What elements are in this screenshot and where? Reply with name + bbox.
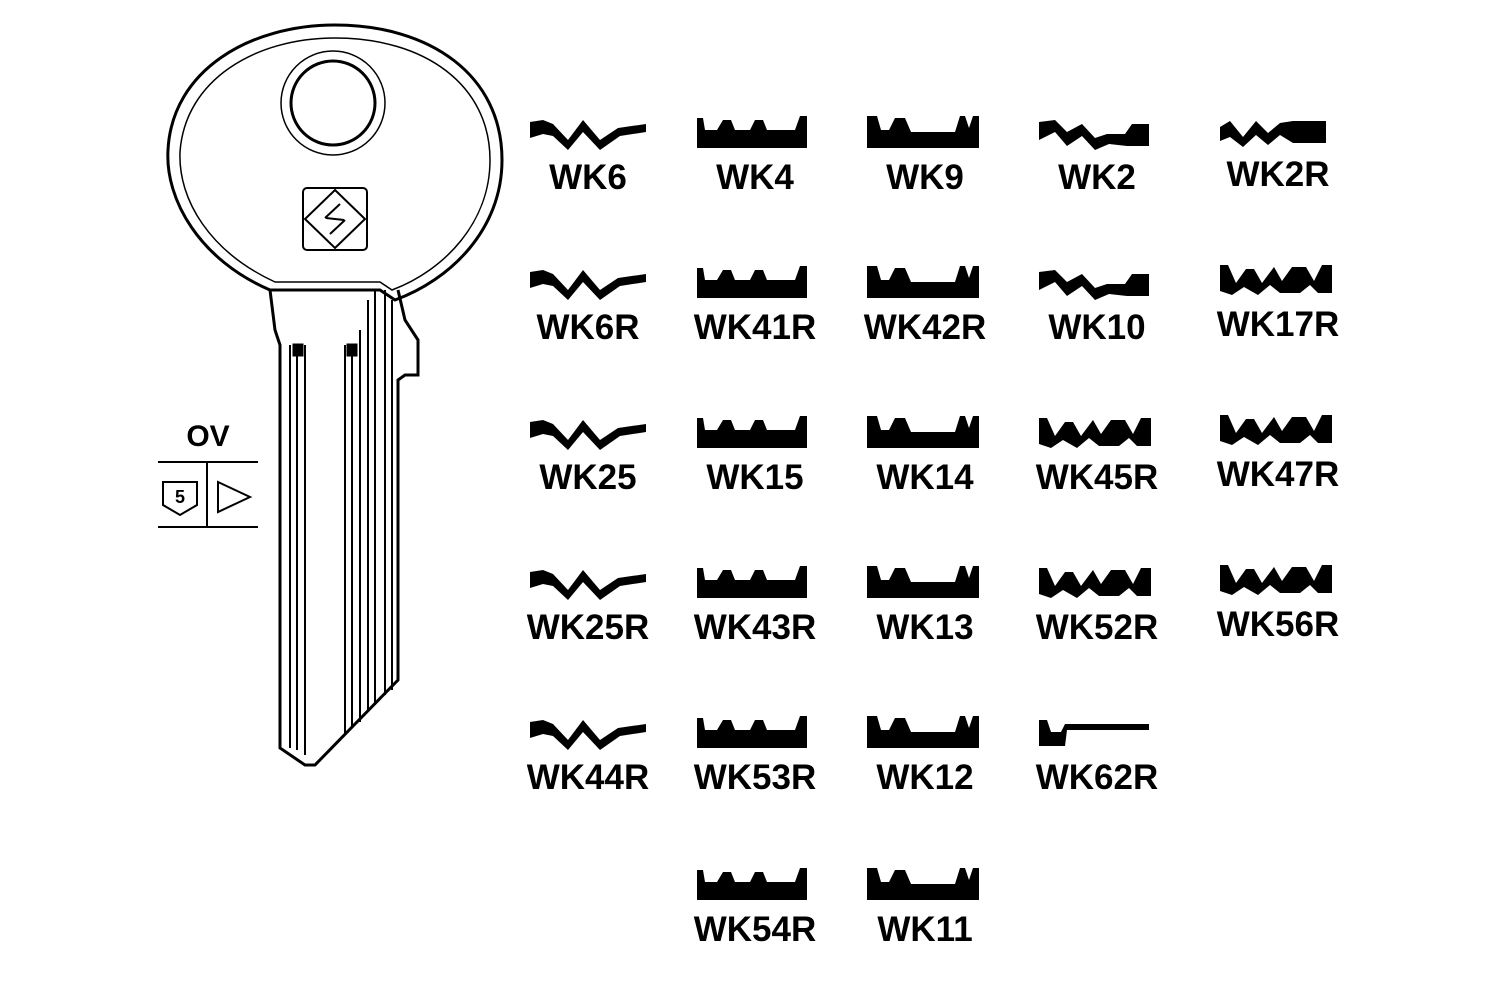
profile-label: WK4: [716, 158, 794, 197]
key-profile-wk47r: [1220, 415, 1332, 445]
profile-shape: [867, 868, 979, 900]
profile-shape: [867, 716, 979, 748]
key-profile-wk4: [697, 116, 807, 148]
profile-label: WK44R: [526, 758, 650, 797]
key-profile-wk25: [530, 420, 646, 450]
profile-shape: [530, 270, 646, 300]
profile-shape: [867, 266, 979, 298]
profile-label: WK12: [876, 758, 974, 797]
profile-shape: [1220, 265, 1332, 295]
key-profile-wk56r: [1220, 565, 1332, 595]
profile-label: WK52R: [1035, 608, 1159, 647]
profile-label: WK53R: [693, 758, 817, 797]
profile-label: WK2R: [1226, 155, 1330, 194]
key-profile-wk10: [1039, 270, 1149, 300]
key-hole-ring: [280, 50, 386, 156]
key-profile-wk43r: [697, 566, 807, 598]
profile-shape: [530, 120, 646, 150]
profile-shape: [1039, 568, 1151, 598]
key-profile-wk15: [697, 416, 807, 448]
key-blank-drawing: 5: [158, 23, 504, 767]
profile-label: WK45R: [1035, 458, 1159, 497]
profile-shape: [697, 416, 807, 448]
profile-shape: [697, 868, 807, 900]
key-profile-wk45r: [1039, 418, 1151, 448]
profile-shape: [867, 116, 979, 148]
key-profile-wk11: [867, 868, 979, 900]
key-hole: [289, 59, 377, 147]
profile-label: WK11: [877, 910, 973, 949]
shield-badge-icon: [162, 481, 198, 517]
profile-label: WK54R: [693, 910, 817, 949]
key-profile-wk52r: [1039, 568, 1151, 598]
key-profile-wk54r: [697, 868, 807, 900]
profile-label: WK41R: [693, 308, 817, 347]
key-profile-wk12: [867, 716, 979, 748]
profile-shape: [697, 716, 807, 748]
key-blade: [268, 289, 420, 767]
profile-shape: [1220, 415, 1332, 445]
key-profile-wk17r: [1220, 265, 1332, 295]
profile-shape: [697, 116, 807, 148]
key-profile-wk2: [1039, 120, 1149, 150]
profile-label: WK25R: [526, 608, 650, 647]
ov-table-lines: [158, 461, 258, 528]
key-profile-wk62r: [1039, 720, 1149, 746]
profile-label: WK14: [876, 458, 974, 497]
profile-shape: [1039, 120, 1149, 150]
profile-shape: [697, 566, 807, 598]
key-profile-wk44r: [530, 720, 646, 750]
key-profile-wk6: [530, 120, 646, 150]
profile-shape: [867, 416, 979, 448]
key-bow-inner: [179, 37, 491, 291]
profile-shape: [1039, 270, 1149, 300]
profile-label: WK43R: [693, 608, 817, 647]
key-profile-wk6r: [530, 270, 646, 300]
profile-shape: [1220, 565, 1332, 595]
profile-label: WK42R: [863, 308, 987, 347]
profile-label: WK13: [876, 608, 974, 647]
profile-shape: [1039, 720, 1149, 746]
manufacturer-logo: [302, 187, 368, 251]
key-bow: [166, 23, 504, 302]
profile-label: WK9: [886, 158, 964, 197]
key-series-code: OV: [186, 420, 230, 453]
profile-label: WK10: [1048, 308, 1146, 347]
profile-shape: [1220, 121, 1326, 147]
profile-shape: [530, 720, 646, 750]
key-profile-wk41r: [697, 266, 807, 298]
key-profile-wk14: [867, 416, 979, 448]
profile-shape: [530, 570, 646, 600]
key-profile-wk53r: [697, 716, 807, 748]
profile-label: WK56R: [1216, 605, 1340, 644]
profile-label: WK25: [539, 458, 637, 497]
key-profile-wk13: [867, 566, 979, 598]
profile-label: WK15: [706, 458, 804, 497]
profile-shape: [1039, 418, 1151, 448]
profile-label: WK6: [549, 158, 627, 197]
profile-label: WK47R: [1216, 455, 1340, 494]
key-grooves: [289, 290, 393, 755]
profile-shape: [530, 420, 646, 450]
profile-shape: [867, 566, 979, 598]
profile-label: WK62R: [1035, 758, 1159, 797]
direction-triangle-icon: [217, 480, 253, 514]
key-profile-wk25r: [530, 570, 646, 600]
profile-label: WK6R: [536, 308, 640, 347]
profile-shape: [697, 266, 807, 298]
key-profile-wk2r: [1220, 121, 1326, 147]
key-profile-wk42r: [867, 266, 979, 298]
badge-number: 5: [175, 487, 185, 507]
profile-label: WK2: [1058, 158, 1136, 197]
key-profile-wk9: [867, 116, 979, 148]
profile-label: WK17R: [1216, 305, 1340, 344]
